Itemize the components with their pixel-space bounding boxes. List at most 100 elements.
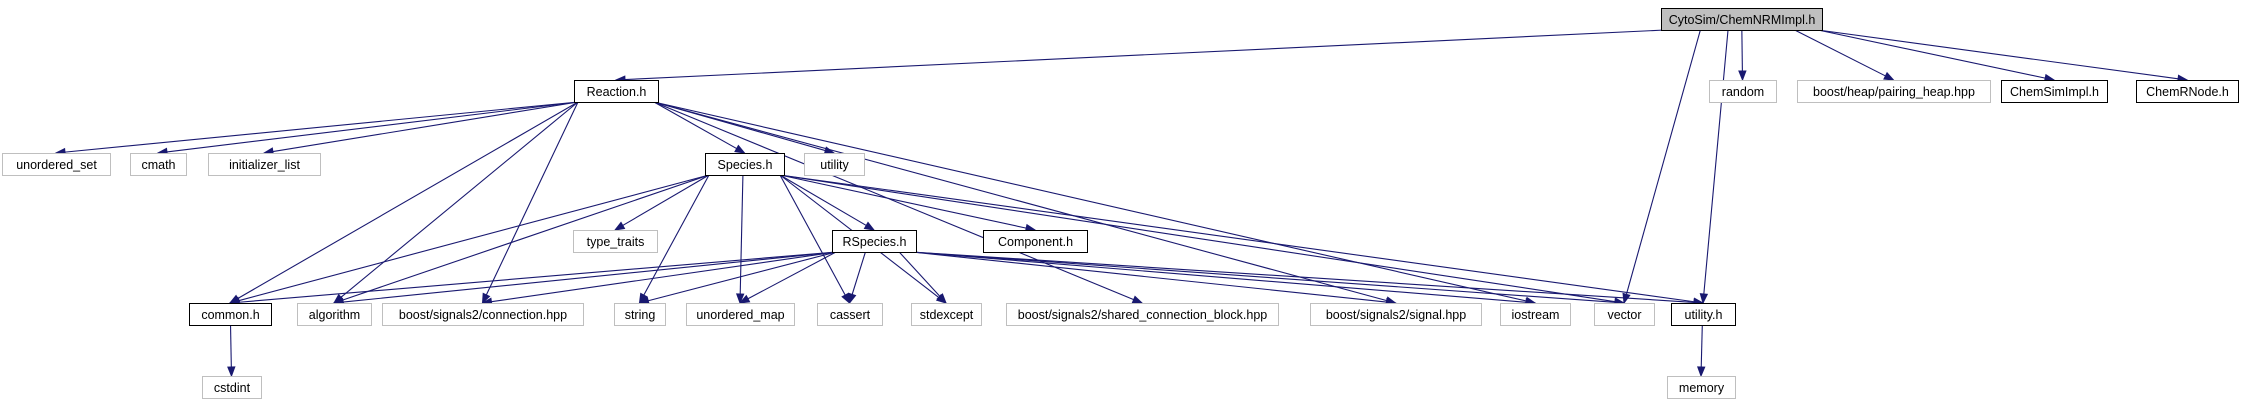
node-label-string: string [625, 308, 656, 322]
node-cassert: cassert [817, 303, 883, 326]
node-label-common: common.h [201, 308, 259, 322]
node-label-reaction: Reaction.h [587, 85, 647, 99]
arrowhead-rspecies-to-unordered_map [738, 294, 751, 304]
arrowhead-root-to-utility_h [1699, 293, 1709, 305]
node-root[interactable]: CytoSim/ChemNRMImpl.h [1661, 8, 1823, 31]
node-box-algorithm [297, 303, 372, 326]
edge-root-to-pairing_heap [1794, 29, 1886, 77]
node-label-cmath: cmath [141, 158, 175, 172]
node-reaction[interactable]: Reaction.h [574, 80, 659, 103]
arrowhead-utility_h-to-memory [1697, 366, 1706, 378]
edge-rspecies-to-string [648, 251, 837, 302]
node-box-pairing_heap [1797, 80, 1991, 103]
node-label-cassert: cassert [830, 308, 871, 322]
node-unordered_set: unordered_set [2, 153, 111, 176]
edge-rspecies-to-signal [911, 251, 1387, 303]
node-signal: boost/signals2/signal.hpp [1310, 303, 1482, 326]
arrowhead-rspecies-to-stdexcept [936, 293, 947, 305]
node-utility_h[interactable]: utility.h [1671, 303, 1736, 326]
node-box-random [1709, 80, 1777, 103]
node-label-species: Species.h [718, 158, 773, 172]
node-box-vector [1594, 303, 1655, 326]
edge-species-to-common [238, 174, 710, 302]
node-cstdint: cstdint [202, 376, 262, 399]
node-chemrnode[interactable]: ChemRNode.h [2136, 80, 2239, 103]
edge-reaction-to-algorithm [340, 101, 579, 298]
node-chemsimimpl[interactable]: ChemSimImpl.h [2001, 80, 2108, 103]
edge-reaction-to-shared_conn [653, 101, 1134, 301]
node-label-chemsimimpl: ChemSimImpl.h [2010, 85, 2099, 99]
edge-rspecies-to-unordered_map [747, 251, 837, 300]
edge-reaction-to-species [653, 101, 737, 150]
node-initializer_list: initializer_list [208, 153, 321, 176]
node-label-vector: vector [1607, 308, 1641, 322]
edge-reaction-to-iostream [653, 101, 1527, 302]
node-cmath: cmath [130, 153, 187, 176]
node-box-root [1661, 8, 1823, 31]
node-random: random [1709, 80, 1777, 103]
node-box-stdexcept [911, 303, 982, 326]
node-label-memory: memory [1679, 381, 1725, 395]
node-box-utility_h [1671, 303, 1736, 326]
edge-reaction-to-initializer_list [272, 101, 579, 153]
node-utility: utility [804, 153, 865, 176]
edge-rspecies-to-vector [911, 251, 1616, 303]
node-component[interactable]: Component.h [983, 230, 1088, 253]
edge-species-to-unordered_map [739, 174, 744, 295]
arrowhead-reaction-to-shared_conn [1131, 295, 1144, 304]
node-unordered_map: unordered_map [686, 303, 795, 326]
edge-utility_h-to-memory [1700, 324, 1703, 368]
node-label-signal: boost/signals2/signal.hpp [1326, 308, 1466, 322]
node-label-pairing_heap: boost/heap/pairing_heap.hpp [1813, 85, 1975, 99]
node-box-utility [804, 153, 865, 176]
arrowhead-reaction-to-connection [481, 292, 491, 305]
arrowhead-species-to-type_traits [613, 221, 626, 231]
node-memory: memory [1667, 376, 1736, 399]
node-iostream: iostream [1500, 303, 1571, 326]
node-label-utility_h: utility.h [1685, 308, 1723, 322]
node-stdexcept: stdexcept [911, 303, 982, 326]
node-box-string [614, 303, 666, 326]
edge-species-to-algorithm [342, 174, 710, 301]
node-label-initializer_list: initializer_list [229, 158, 300, 172]
edge-rspecies-to-iostream [911, 251, 1527, 303]
node-common[interactable]: common.h [189, 303, 272, 326]
arrowhead-species-to-unordered_map [735, 293, 745, 305]
edge-root-to-chemsimimpl [1817, 29, 2046, 79]
edge-root-to-reaction [624, 29, 1666, 81]
node-label-connection: boost/signals2/connection.hpp [399, 308, 567, 322]
edge-root-to-random [1741, 29, 1743, 72]
edge-reaction-to-unordered_set [64, 101, 579, 153]
node-box-chemrnode [2136, 80, 2239, 103]
node-box-signal [1310, 303, 1482, 326]
node-box-cstdint [202, 376, 262, 399]
node-string: string [614, 303, 666, 326]
edge-rspecies-to-common [238, 251, 837, 303]
node-box-species [705, 153, 785, 176]
arrowhead-common-to-cstdint [227, 366, 236, 378]
node-box-initializer_list [208, 153, 321, 176]
edge-reaction-to-signal [653, 101, 1387, 302]
edge-common-to-cstdint [229, 324, 232, 368]
node-label-unordered_set: unordered_set [16, 158, 97, 172]
node-box-connection [382, 303, 584, 326]
node-box-cmath [130, 153, 187, 176]
edge-root-to-chemrnode [1817, 29, 2179, 80]
node-label-rspecies: RSpecies.h [843, 235, 907, 249]
node-box-component [983, 230, 1088, 253]
edge-rspecies-to-cassert [851, 251, 866, 295]
node-box-chemsimimpl [2001, 80, 2108, 103]
node-species[interactable]: Species.h [705, 153, 785, 176]
node-type_traits: type_traits [573, 230, 658, 253]
node-label-shared_conn: boost/signals2/shared_connection_block.h… [1018, 308, 1268, 322]
edge-species-to-rspecies [779, 174, 867, 226]
arrowhead-species-to-rspecies [863, 221, 876, 231]
edge-species-to-vector [779, 174, 1616, 303]
edge-root-to-utility_h [1703, 29, 1729, 295]
node-rspecies[interactable]: RSpecies.h [832, 230, 917, 253]
edge-reaction-to-common [237, 101, 579, 299]
node-label-unordered_map: unordered_map [696, 308, 784, 322]
node-box-iostream [1500, 303, 1571, 326]
edge-rspecies-to-stdexcept [898, 251, 941, 297]
